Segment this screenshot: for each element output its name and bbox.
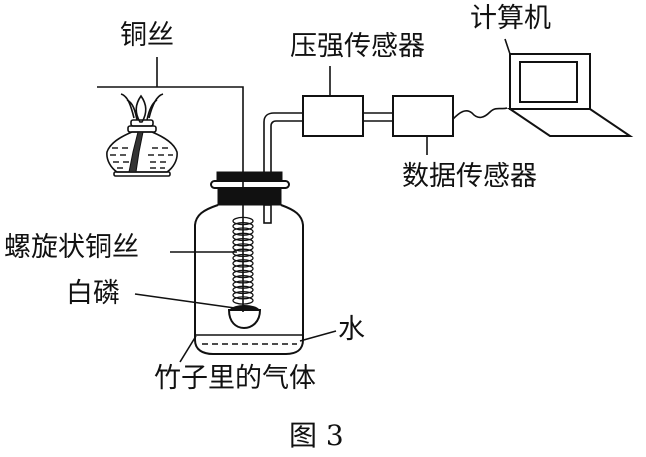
data-sensor-box <box>392 95 454 137</box>
stopper-top <box>216 171 283 182</box>
coil-loop <box>232 296 254 305</box>
flame-icon <box>135 94 147 123</box>
coil-loop <box>232 222 254 231</box>
label-spiral-copper-wire: 螺旋状铜丝 <box>4 232 139 263</box>
phosphorus-leader <box>134 293 243 310</box>
laptop-display <box>519 61 578 103</box>
alcohol-lamp-icon <box>106 93 178 177</box>
coil-loop <box>232 264 254 273</box>
copper-wire <box>97 57 244 312</box>
coil-loop <box>232 237 254 247</box>
figure-caption: 图 3 <box>289 419 344 452</box>
coil-loop <box>232 275 254 284</box>
label-data-sensor: 数据传感器 <box>402 161 537 192</box>
bottle <box>194 171 304 355</box>
label-computer: 计算机 <box>470 3 551 34</box>
coil-loop <box>232 227 254 236</box>
label-gas-in-bamboo: 竹子里的气体 <box>154 363 316 394</box>
laptop-base <box>506 108 634 137</box>
gas-leader <box>179 335 197 363</box>
coil-loop <box>232 290 254 300</box>
wick <box>128 131 144 173</box>
coil-loop <box>232 253 254 263</box>
stopper <box>217 187 282 206</box>
coil-loop <box>232 269 254 279</box>
label-water: 水 <box>338 314 365 345</box>
gas-tube <box>263 112 303 172</box>
bottle-body <box>194 204 304 355</box>
coil-loop <box>232 232 254 242</box>
computer-leader <box>504 38 511 55</box>
data-cable <box>452 107 508 120</box>
combustion-spoon <box>227 305 262 330</box>
tube-end <box>263 204 272 224</box>
bottle-flange <box>210 180 290 189</box>
coil-loop <box>232 280 254 289</box>
label-copper-wire: 铜丝 <box>120 20 174 51</box>
coil-loop <box>232 285 254 295</box>
copper-wire-line <box>97 86 244 180</box>
computer-icon <box>504 38 634 137</box>
coil-loop <box>232 243 254 252</box>
label-pressure-sensor: 压强传感器 <box>290 31 425 62</box>
label-white-phosphorus: 白磷 <box>66 278 120 309</box>
water-leader <box>299 330 337 342</box>
spiral-copper-wire-coil <box>232 216 254 305</box>
pressure-sensor-box <box>302 95 364 137</box>
coil-loop <box>232 259 254 268</box>
coil-loop <box>232 216 254 226</box>
